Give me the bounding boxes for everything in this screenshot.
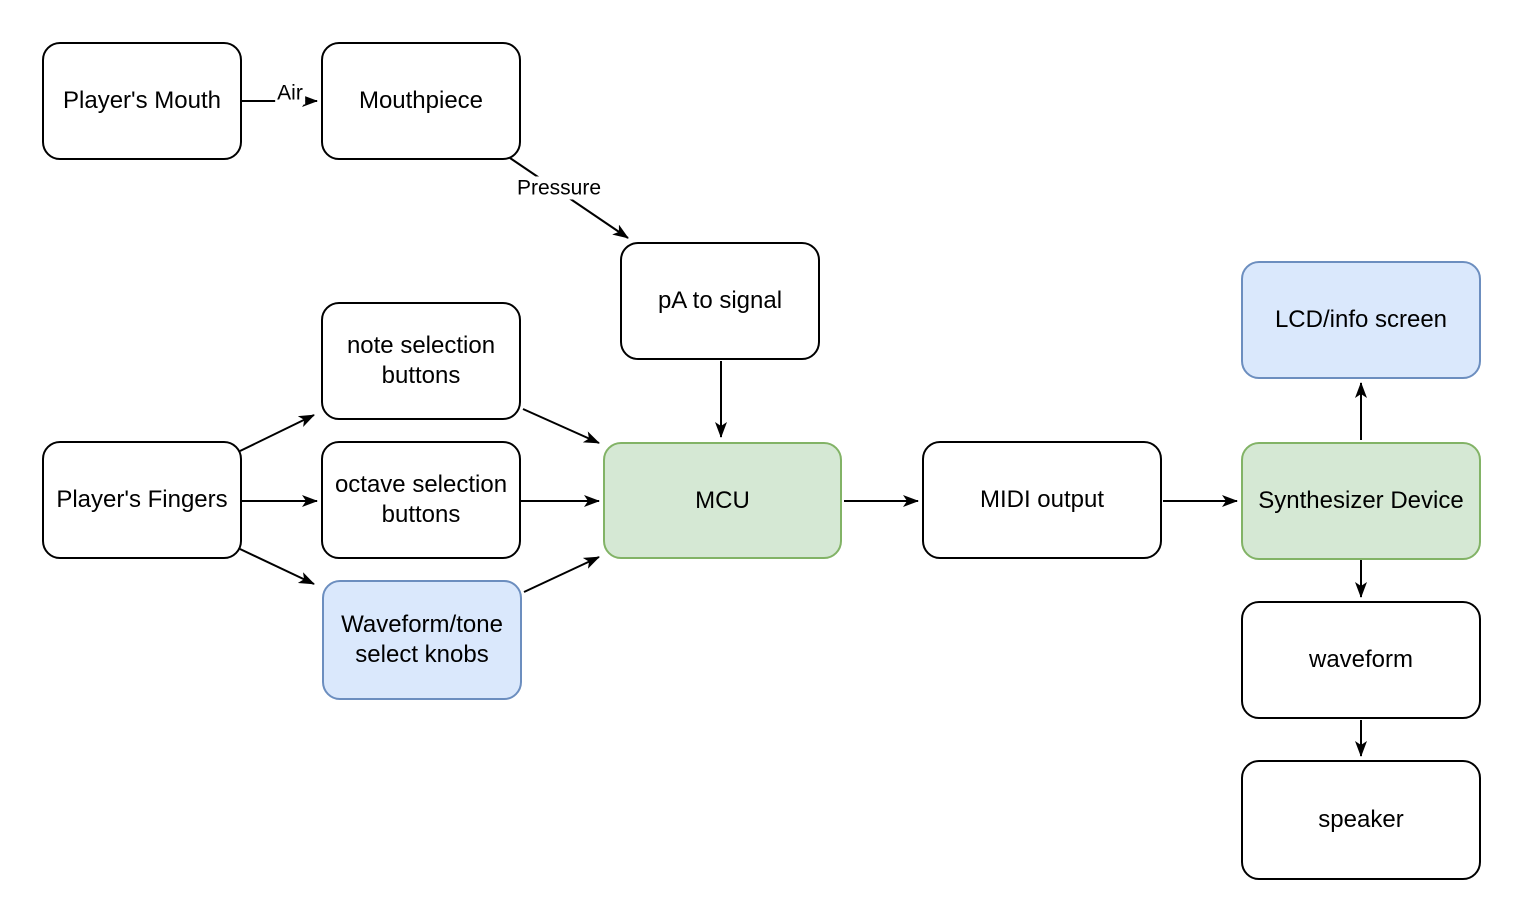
edge-players-fingers-to-waveform-knobs: [239, 548, 315, 585]
edge-label-air: Air: [275, 81, 305, 105]
node-players-mouth: Player's Mouth: [42, 42, 242, 160]
edge-label-pressure: Pressure: [514, 176, 604, 200]
node-speaker-label: speaker: [1318, 806, 1404, 833]
node-note-selection-buttons-label: note selection buttons: [346, 332, 496, 389]
node-players-mouth-label: Player's Mouth: [63, 87, 221, 114]
node-lcd-info-screen: LCD/info screen: [1241, 261, 1481, 379]
node-lcd-info-screen-label: LCD/info screen: [1274, 306, 1448, 333]
node-speaker: speaker: [1241, 760, 1481, 880]
node-players-fingers-label: Player's Fingers: [56, 486, 228, 513]
edge-note-selection-to-mcu: [522, 408, 600, 444]
node-waveform-tone-select-knobs-label: Waveform/tone select knobs: [341, 611, 503, 668]
node-octave-selection-buttons-label: octave selection buttons: [334, 471, 508, 528]
node-midi-output: MIDI output: [922, 441, 1162, 559]
node-waveform: waveform: [1241, 601, 1481, 719]
edge-waveform-knobs-to-mcu: [523, 556, 600, 593]
node-synthesizer-device: Synthesizer Device: [1241, 442, 1481, 560]
node-note-selection-buttons: note selection buttons: [321, 302, 521, 420]
node-midi-output-label: MIDI output: [979, 486, 1105, 513]
node-mouthpiece-label: Mouthpiece: [358, 87, 484, 114]
node-mcu: MCU: [603, 442, 842, 559]
node-pa-to-signal-label: pA to signal: [657, 287, 783, 314]
node-waveform-tone-select-knobs: Waveform/tone select knobs: [322, 580, 522, 700]
edge-players-fingers-to-note-selection: [239, 414, 315, 452]
node-pa-to-signal: pA to signal: [620, 242, 820, 360]
node-waveform-label: waveform: [1308, 646, 1414, 673]
node-synthesizer-device-label: Synthesizer Device: [1258, 487, 1464, 514]
node-mcu-label: MCU: [695, 486, 750, 514]
node-players-fingers: Player's Fingers: [42, 441, 242, 559]
node-octave-selection-buttons: octave selection buttons: [321, 441, 521, 559]
node-mouthpiece: Mouthpiece: [321, 42, 521, 160]
